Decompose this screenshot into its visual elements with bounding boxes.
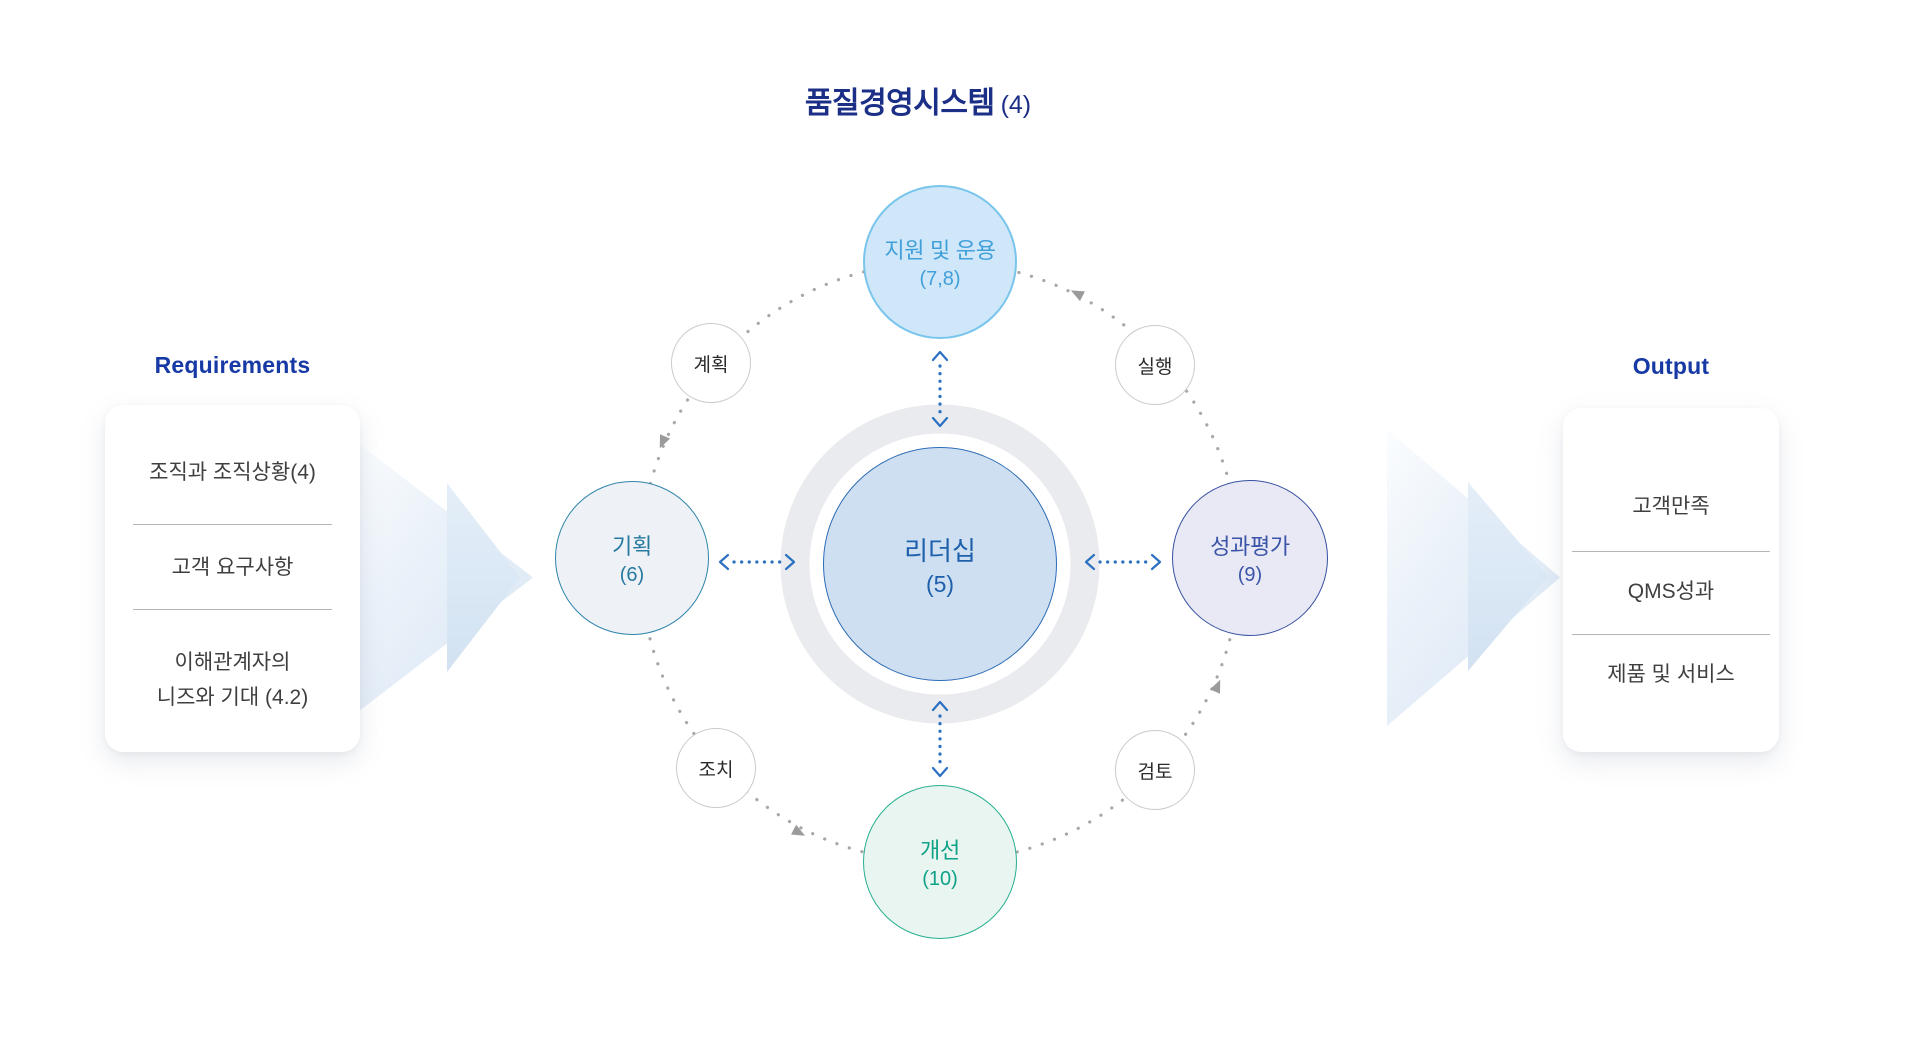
node-check: 검토 [1115, 730, 1195, 810]
node-improvement: 개선 (10) [863, 785, 1017, 939]
node-label: 기획 [612, 534, 652, 559]
node-label: 성과평가 [1210, 534, 1290, 559]
requirements-item-text: 조직과 조직상황(4) [149, 461, 316, 484]
requirements-item: 고객 요구사항 [105, 550, 360, 585]
requirements-item-text: 고객 요구사항 [171, 556, 294, 579]
node-planning: 기획 (6) [555, 481, 709, 635]
node-label: 검토 [1137, 761, 1173, 783]
cycle-arrowhead-icon [659, 434, 671, 449]
node-plan: 계획 [671, 323, 751, 403]
page-title-number: (4) [1000, 91, 1032, 119]
node-leadership: 리더십 (5) [823, 447, 1057, 681]
requirements-item: 조직과 조직상황(4) [105, 455, 360, 490]
node-number: (7,8) [919, 268, 961, 290]
node-number: (10) [922, 868, 958, 890]
card-divider [133, 609, 332, 610]
card-divider [133, 524, 332, 525]
cycle-arrowhead-icon [1209, 679, 1221, 694]
output-item: 고객만족 [1563, 489, 1779, 524]
link-arrow-left-icon [718, 553, 796, 571]
node-number: (6) [619, 564, 645, 586]
node-number: (9) [1237, 564, 1263, 586]
node-number: (5) [925, 570, 955, 597]
requirements-item-text: 이해관계자의 [174, 651, 291, 674]
node-do: 실행 [1115, 325, 1195, 405]
page-title: 품질경영시스템(4) [805, 78, 1031, 122]
node-act: 조치 [676, 728, 756, 808]
output-item: QMS성과 [1563, 574, 1779, 609]
output-item-text: 제품 및 서비스 [1607, 663, 1735, 686]
node-label: 계획 [693, 354, 729, 376]
page-title-text: 품질경영시스템 [804, 87, 995, 120]
output-heading: Output [1632, 353, 1710, 379]
cycle-arrowhead-icon [791, 824, 806, 836]
link-arrow-bottom-icon [931, 700, 949, 778]
output-item: 제품 및 서비스 [1563, 657, 1779, 692]
requirements-card: 조직과 조직상황(4) 고객 요구사항 이해관계자의 니즈와 기대 (4.2) [105, 405, 360, 752]
link-arrow-top-icon [931, 350, 949, 428]
node-label: 지원 및 운용 [884, 238, 996, 263]
output-card: 고객만족 QMS성과 제품 및 서비스 [1563, 408, 1779, 752]
node-performance-evaluation: 성과평가 (9) [1172, 480, 1328, 636]
card-divider [1572, 551, 1770, 552]
output-item-text: QMS성과 [1627, 580, 1715, 603]
output-flow-arrow-front-icon [1468, 482, 1548, 671]
requirements-item-text: 니즈와 기대 (4.2) [156, 686, 309, 709]
input-flow-arrow-front-icon [447, 483, 520, 672]
node-support-operation: 지원 및 운용 (7,8) [863, 185, 1017, 339]
card-divider [1572, 634, 1770, 635]
link-arrow-right-icon [1084, 553, 1162, 571]
output-item-text: 고객만족 [1632, 495, 1710, 518]
node-label: 조치 [698, 759, 734, 781]
node-label: 리더십 [904, 535, 976, 566]
requirements-item: 이해관계자의 니즈와 기대 (4.2) [105, 645, 360, 715]
cycle-arrowhead-icon [1070, 290, 1085, 302]
requirements-heading: Requirements [154, 352, 311, 378]
node-label: 개선 [920, 838, 960, 863]
node-label: 실행 [1137, 356, 1173, 378]
